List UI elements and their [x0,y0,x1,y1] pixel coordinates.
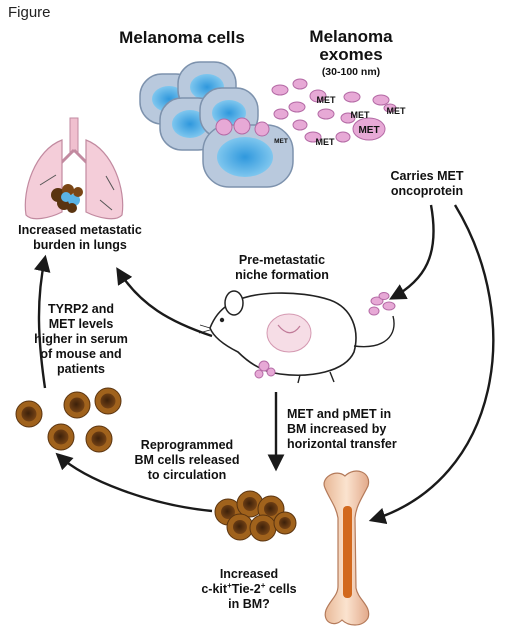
tyrp2-label-line4: of mouse and [40,347,121,361]
lung-burden-label-line1: Increased metastatic [18,223,142,237]
met-label-3: MET [351,110,371,120]
lung-burden-label-line2: burden in lungs [33,238,127,252]
ckit-label-line3: in BM? [228,597,270,611]
met-label-cell: MET [274,138,288,145]
reprogrammed-label-line2: BM cells released [135,453,240,467]
melanoma-exomes-title-line1: Melanoma [309,27,393,46]
tyrp2-label-line3: higher in serum [34,332,128,346]
ckit-mid: Tie-2 [232,582,261,596]
bm-cells-circulating [15,387,122,453]
met-label-5: MET [316,137,336,147]
arrow-mouse-to-lungs [116,267,213,338]
niche-label-line1: Pre-metastatic [239,253,325,267]
niche-label-line2: niche formation [235,268,329,282]
pmet-label-line2: BM increased by [287,422,386,436]
ckit-pre: c-kit [201,582,228,596]
metastasis-nodule [51,184,83,213]
carries-met-label-line2: oncoprotein [391,184,463,198]
bm-cell-cluster [214,490,297,542]
ckit-label-line2: c-kit+Tie-2+ cells [201,581,296,596]
mouse-exosomes [368,292,396,316]
ckit-sup-1: + [227,581,232,590]
melanoma-cells-title: Melanoma cells [119,28,245,47]
mouse-illustration [198,290,395,384]
pmet-label-line3: horizontal transfer [287,437,397,451]
lungs-illustration [24,117,124,220]
arrow-exomes-to-bone [368,204,495,524]
bone-illustration [323,470,370,626]
reprogrammed-label-line3: to circulation [148,468,226,482]
arrow-circulation-to-lungs [33,254,51,389]
arrow-exomes-to-mouse [389,204,435,300]
arrows [33,204,495,524]
tyrp2-label-line1: TYRP2 and [48,302,114,316]
ckit-post: cells [265,582,296,596]
reprogrammed-label-line1: Reprogrammed [141,438,233,452]
pmet-label-line1: MET and pMET in [287,407,391,421]
tyrp2-label-line2: MET levels [49,317,114,331]
ckit-label-line1: Increased [220,567,278,581]
exosome-cloud [271,78,397,143]
carries-met-label-line1: Carries MET [391,169,464,183]
melanoma-cell-cluster: MET [139,61,294,188]
tyrp2-label-line5: patients [57,362,105,376]
melanoma-exomes-title-line2: exomes [319,45,382,64]
met-label-2: MET [387,106,407,116]
figure-tag: Figure [8,4,51,21]
met-label-4: MET [358,125,379,136]
met-label-1: MET [317,95,337,105]
ckit-sup-2: + [261,581,266,590]
arrow-bm-to-circulation [55,452,213,513]
exome-size-label: (30-100 nm) [322,66,380,78]
